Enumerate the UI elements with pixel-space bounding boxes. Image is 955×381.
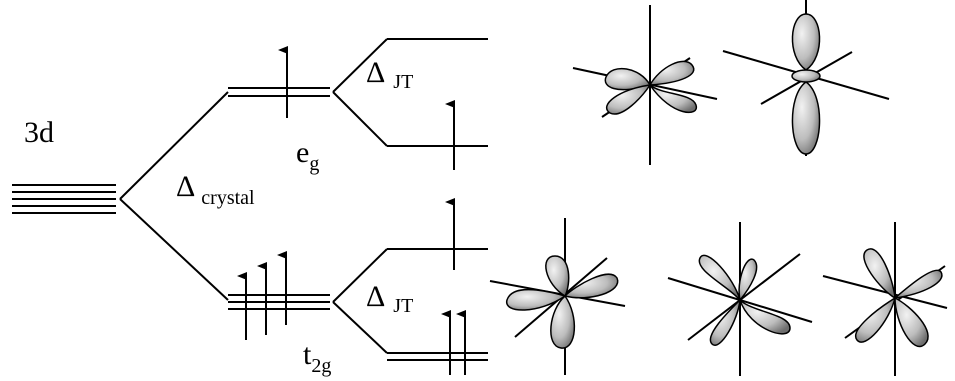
level-label-3d: 3d: [24, 116, 54, 149]
d-yz-orbital-icon: [822, 222, 948, 376]
eg-jt-connectors: [332, 38, 488, 147]
3d-degenerate-levels: [12, 184, 116, 214]
eg-label: eg: [296, 136, 319, 175]
t2g-levels: [228, 294, 330, 310]
t2g-lower-electron-arrows: [441, 310, 466, 375]
d-xz-orbital-icon: [667, 222, 813, 376]
d-x2-y2-orbital-icon: [572, 5, 718, 165]
crystal-field-connectors: [119, 91, 229, 301]
d-xy-orbital-icon: [489, 218, 626, 375]
d-z2-orbital-icon: [722, 0, 890, 156]
eg-levels: [228, 87, 330, 97]
t2g-label: t2g: [303, 338, 331, 377]
t2g-electron-arrows: [237, 251, 287, 340]
t2g-jt-connectors: [332, 248, 488, 361]
